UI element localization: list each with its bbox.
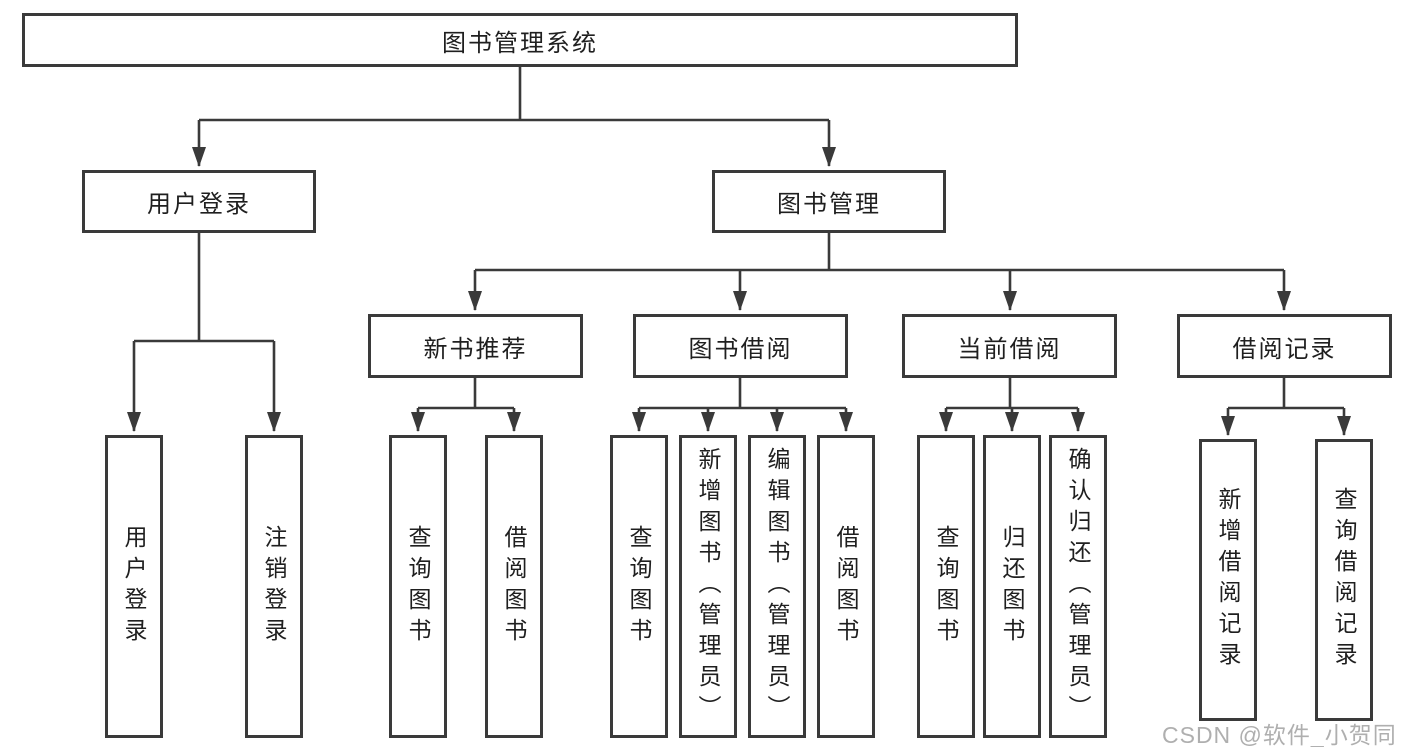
leaf-bb-borrow-books: 借阅图书: [817, 435, 875, 738]
leaf-cb-return-books: 归还图书: [983, 435, 1041, 738]
node-user-login: 用户登录: [82, 170, 316, 233]
leaf-br-add-record: 新增借阅记录: [1199, 439, 1257, 721]
leaf-user-login: 用户登录: [105, 435, 163, 738]
node-current-borrow: 当前借阅: [902, 314, 1117, 378]
leaf-logout-login: 注销登录: [245, 435, 303, 738]
leaf-bb-query-books: 查询图书: [610, 435, 668, 738]
node-root: 图书管理系统: [22, 13, 1018, 67]
node-new-book-recommend: 新书推荐: [368, 314, 583, 378]
leaf-rec-query-books: 查询图书: [389, 435, 447, 738]
leaf-br-query-record: 查询借阅记录: [1315, 439, 1373, 721]
leaf-bb-add-books-admin: 新增图书（管理员）: [679, 435, 737, 738]
node-book-borrow: 图书借阅: [633, 314, 848, 378]
leaf-bb-edit-books-admin: 编辑图书（管理员）: [748, 435, 806, 738]
leaf-rec-borrow-books: 借阅图书: [485, 435, 543, 738]
node-borrow-records: 借阅记录: [1177, 314, 1392, 378]
node-book-management: 图书管理: [712, 170, 946, 233]
leaf-cb-confirm-return-admin: 确认归还（管理员）: [1049, 435, 1107, 738]
leaf-cb-query-books: 查询图书: [917, 435, 975, 738]
watermark-csdn: CSDN @软件_小贺同学: [1162, 722, 1397, 747]
